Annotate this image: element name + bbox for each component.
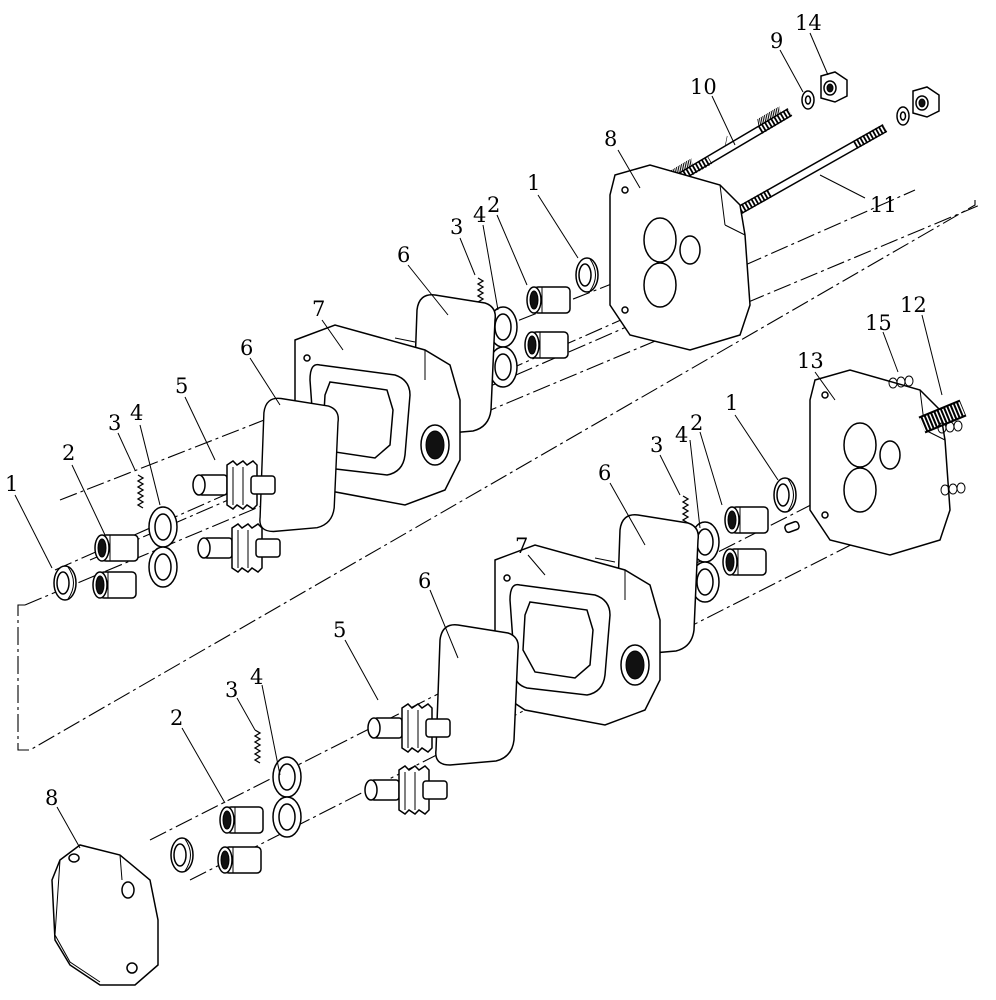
callout-8-top: 8 [604, 127, 617, 151]
callout-6-upper: 6 [397, 243, 410, 267]
callout-15: 15 [865, 311, 892, 335]
callout-labels: 14 9 10 8 11 1 2 4 3 6 7 6 5 4 3 2 1 15 … [5, 11, 927, 810]
bearing-2d [219, 806, 264, 834]
nut-14 [820, 71, 848, 103]
bearing-2d2 [217, 846, 262, 874]
seal-ring-1b [53, 565, 77, 601]
callout-7-middle: 7 [515, 534, 528, 558]
callout-6-lower: 6 [418, 569, 431, 593]
bearing-2b [94, 534, 139, 562]
wear-plate-4b [148, 506, 178, 588]
wear-plate-4d [272, 756, 302, 838]
callout-2-upper: 2 [487, 193, 500, 217]
callout-6-middle: 6 [598, 461, 611, 485]
callout-10: 10 [690, 75, 717, 99]
lower-pump-section [51, 624, 520, 986]
cover-13 [809, 369, 951, 556]
nut-14b [912, 86, 940, 118]
gasket-6b [259, 397, 339, 533]
seal-ring-1d [170, 837, 194, 873]
bearing-2c2 [722, 548, 767, 576]
callout-13: 13 [797, 349, 824, 373]
callout-11: 11 [870, 193, 897, 217]
middle-cover-section [494, 369, 967, 726]
spring-3d [254, 729, 261, 764]
callout-3-upper-left: 3 [108, 411, 121, 435]
spline-12 [918, 399, 967, 434]
seal-ring-1c [773, 477, 797, 513]
callout-4-upper: 4 [473, 203, 486, 227]
callout-4-lower: 4 [250, 665, 263, 689]
bearing-2a2 [524, 331, 569, 359]
dowel-pin [784, 520, 800, 534]
callout-5-upper: 5 [175, 374, 188, 398]
end-cover-8 [609, 164, 751, 351]
callout-8-lower: 8 [45, 786, 58, 810]
callout-1-upper-left: 1 [5, 472, 18, 496]
stud-10-shape [672, 108, 793, 184]
bearing-2a [526, 286, 571, 314]
end-cover-8b [51, 844, 159, 986]
callout-9: 9 [770, 29, 783, 53]
gasket-6d [435, 624, 520, 766]
spring-3b [137, 474, 144, 509]
leader-lines [14, 32, 943, 849]
callout-4-middle: 4 [675, 423, 688, 447]
callout-1-upper: 1 [527, 171, 540, 195]
callout-1-middle: 1 [725, 391, 738, 415]
callout-2-middle: 2 [690, 411, 703, 435]
callout-2-upper-left: 2 [62, 441, 75, 465]
bearing-2b2 [92, 571, 137, 599]
callout-2-lower: 2 [170, 706, 183, 730]
callout-3-upper: 3 [450, 215, 463, 239]
stud-11-shape [737, 124, 888, 214]
bearing-2c [724, 506, 769, 534]
callout-5-lower: 5 [333, 618, 346, 642]
washer-9 [801, 90, 815, 110]
callout-14: 14 [795, 11, 822, 35]
callout-12: 12 [900, 293, 927, 317]
stud-10 [670, 110, 780, 175]
callout-7-upper: 7 [312, 297, 325, 321]
callout-3-lower: 3 [225, 678, 238, 702]
callout-3-middle: 3 [650, 433, 663, 457]
callout-4-upper-left: 4 [130, 401, 143, 425]
upper-pump-section [53, 71, 940, 601]
callout-6-upper-left: 6 [240, 336, 253, 360]
seal-ring-1a [575, 257, 599, 293]
gear-5b2 [364, 765, 448, 815]
washer-9b [896, 106, 910, 126]
